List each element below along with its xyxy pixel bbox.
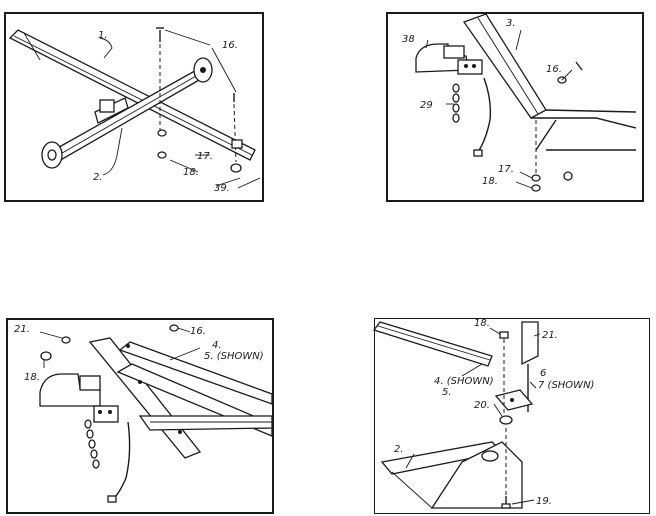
callout-3: 3.	[506, 18, 516, 29]
nut-18-p3	[40, 351, 52, 361]
callout-18: 18.	[183, 167, 199, 178]
callout-7-shown: 7 (SHOWN)	[538, 380, 594, 391]
callout-39: 39.	[214, 183, 230, 194]
panel-3-tongue-assembly: 21. 16. 4. 5. (SHOWN) 18.	[0, 312, 280, 516]
tongue-rail	[372, 321, 493, 367]
callout-16: 16.	[222, 40, 238, 51]
panel-1-frame-axle-assembly: 1. 2. 16. 17. 18. 39.	[0, 0, 270, 205]
callout-6: 6	[540, 368, 546, 379]
callout-29: 29	[420, 100, 433, 111]
callout-17: 17.	[197, 151, 213, 162]
callout-18: 18.	[474, 318, 490, 329]
nut-18	[157, 151, 167, 159]
callout-2: 2.	[93, 172, 103, 183]
callout-4: 4.	[212, 340, 222, 351]
panel-2-coupler-mounting: 3. 38 16. 29 17. 18.	[386, 0, 656, 205]
light-cable	[113, 421, 131, 499]
callout-5: 5.	[442, 387, 452, 398]
callout-21: 21.	[542, 330, 558, 341]
safety-chain	[84, 419, 100, 469]
callout-38: 38	[402, 34, 415, 45]
callout-5-shown: 5. (SHOWN)	[204, 351, 264, 362]
frame-nose	[430, 441, 523, 509]
callout-16: 16.	[190, 326, 206, 337]
washer-17-p2	[531, 174, 541, 182]
callout-2: 2.	[394, 444, 404, 455]
hub-left-cap	[47, 149, 57, 161]
panel-3-drawing: 21. 16. 4. 5. (SHOWN) 18.	[14, 324, 273, 503]
washer-20	[499, 415, 513, 425]
panel-1-drawing: 1. 2. 16. 17. 18. 39.	[8, 27, 261, 194]
panel-4-drawing: 18. 21. 4. (SHOWN) 5. 6 7 (SHOWN) 20. 2.…	[372, 318, 594, 509]
panel-3-border	[6, 318, 274, 514]
callout-21: 21.	[14, 324, 30, 335]
callout-20: 20.	[474, 400, 490, 411]
panel-2-drawing: 3. 38 16. 29 17. 18.	[402, 13, 637, 192]
callout-17: 17.	[498, 164, 514, 175]
frame-cross	[138, 415, 273, 431]
safety-chain-29	[452, 83, 460, 123]
callout-18: 18.	[24, 372, 40, 383]
washer-17	[157, 129, 167, 137]
nut-18-p2	[531, 184, 541, 192]
callout-18: 18.	[482, 176, 498, 187]
callout-4-shown: 4. (SHOWN)	[434, 376, 494, 387]
bracket-plate-21	[521, 321, 539, 366]
callout-1: 1.	[98, 30, 108, 41]
panel-1-border	[4, 12, 264, 202]
panel-4-tongue-bracket: 18. 21. 4. (SHOWN) 5. 6 7 (SHOWN) 20. 2.…	[372, 312, 656, 516]
bolt-21	[61, 336, 71, 344]
callout-19: 19.	[536, 496, 552, 507]
coupler	[39, 373, 119, 423]
bolt-16	[156, 27, 164, 42]
light-cable	[477, 77, 492, 153]
panel-2-border	[386, 12, 644, 202]
coupler-38	[415, 43, 483, 75]
panel-4-border	[374, 318, 650, 514]
callout-16: 16.	[546, 64, 562, 75]
